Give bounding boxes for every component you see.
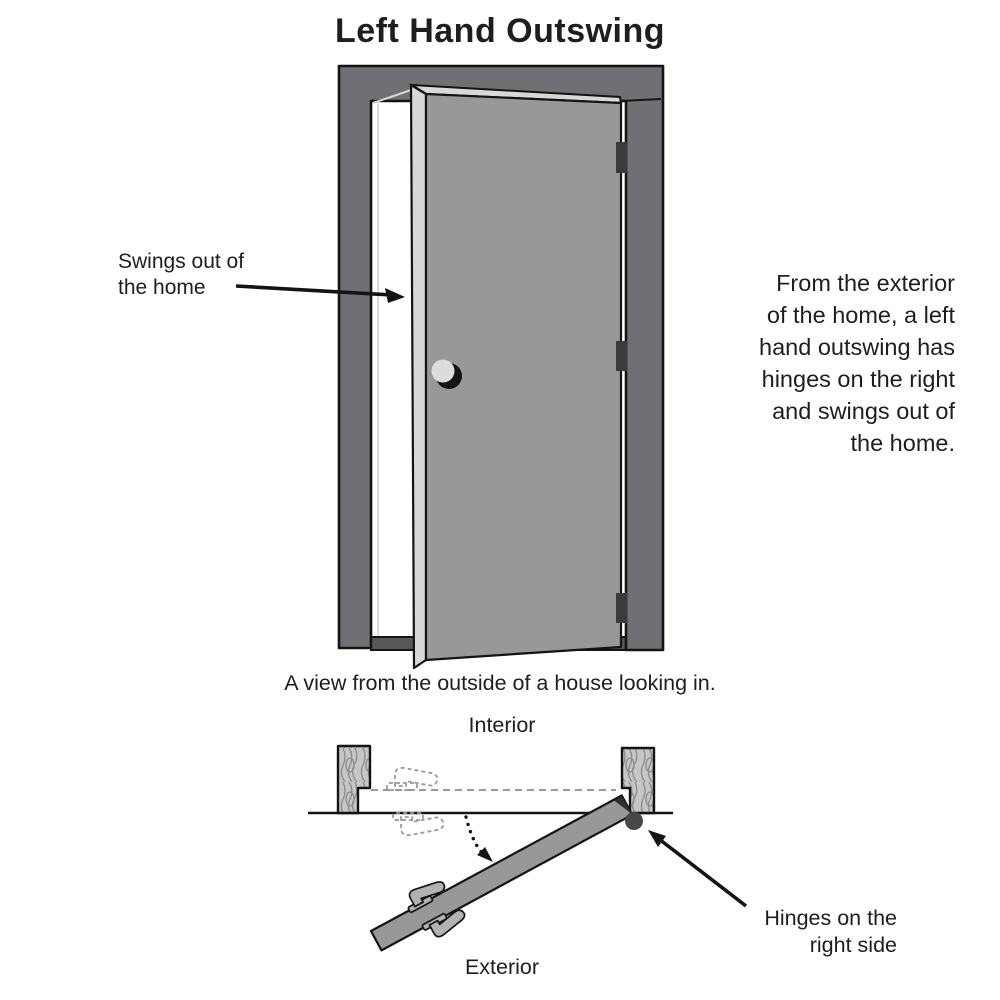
plan-view-diagram (308, 744, 748, 952)
hinge-icon (616, 142, 627, 173)
page-title: Left Hand Outswing (334, 12, 666, 50)
plan-door (369, 794, 634, 952)
plan-door-slab (369, 794, 634, 952)
door-front-edge (409, 83, 428, 670)
front-view-diagram (235, 64, 665, 670)
hinge-arrow (648, 830, 748, 908)
plan-door-latch-edge (614, 796, 632, 814)
exterior-label: Exterior (464, 955, 540, 979)
swing-arrow (235, 284, 405, 303)
left-jamb (336, 744, 372, 815)
door-panel (424, 92, 623, 662)
swing-arc-arrow (464, 815, 493, 862)
jamb-corner-line (372, 89, 412, 104)
door-knob (431, 359, 455, 383)
phantom-handle-exterior (392, 812, 445, 837)
header-joint-line (620, 98, 662, 102)
description-text: From the exterior of the home, a left ha… (759, 270, 955, 456)
interior-label: Interior (468, 713, 536, 737)
swing-label: Swings out of the home (118, 250, 245, 299)
hinge-pivot-icon (625, 812, 643, 830)
caption-text: A view from the outside of a house looki… (284, 671, 716, 695)
hinge-label: Hinges on the right side (764, 906, 897, 957)
hinge-icon (616, 593, 627, 623)
phantom-handle-interior (386, 766, 439, 791)
hinge-icon (616, 341, 627, 371)
